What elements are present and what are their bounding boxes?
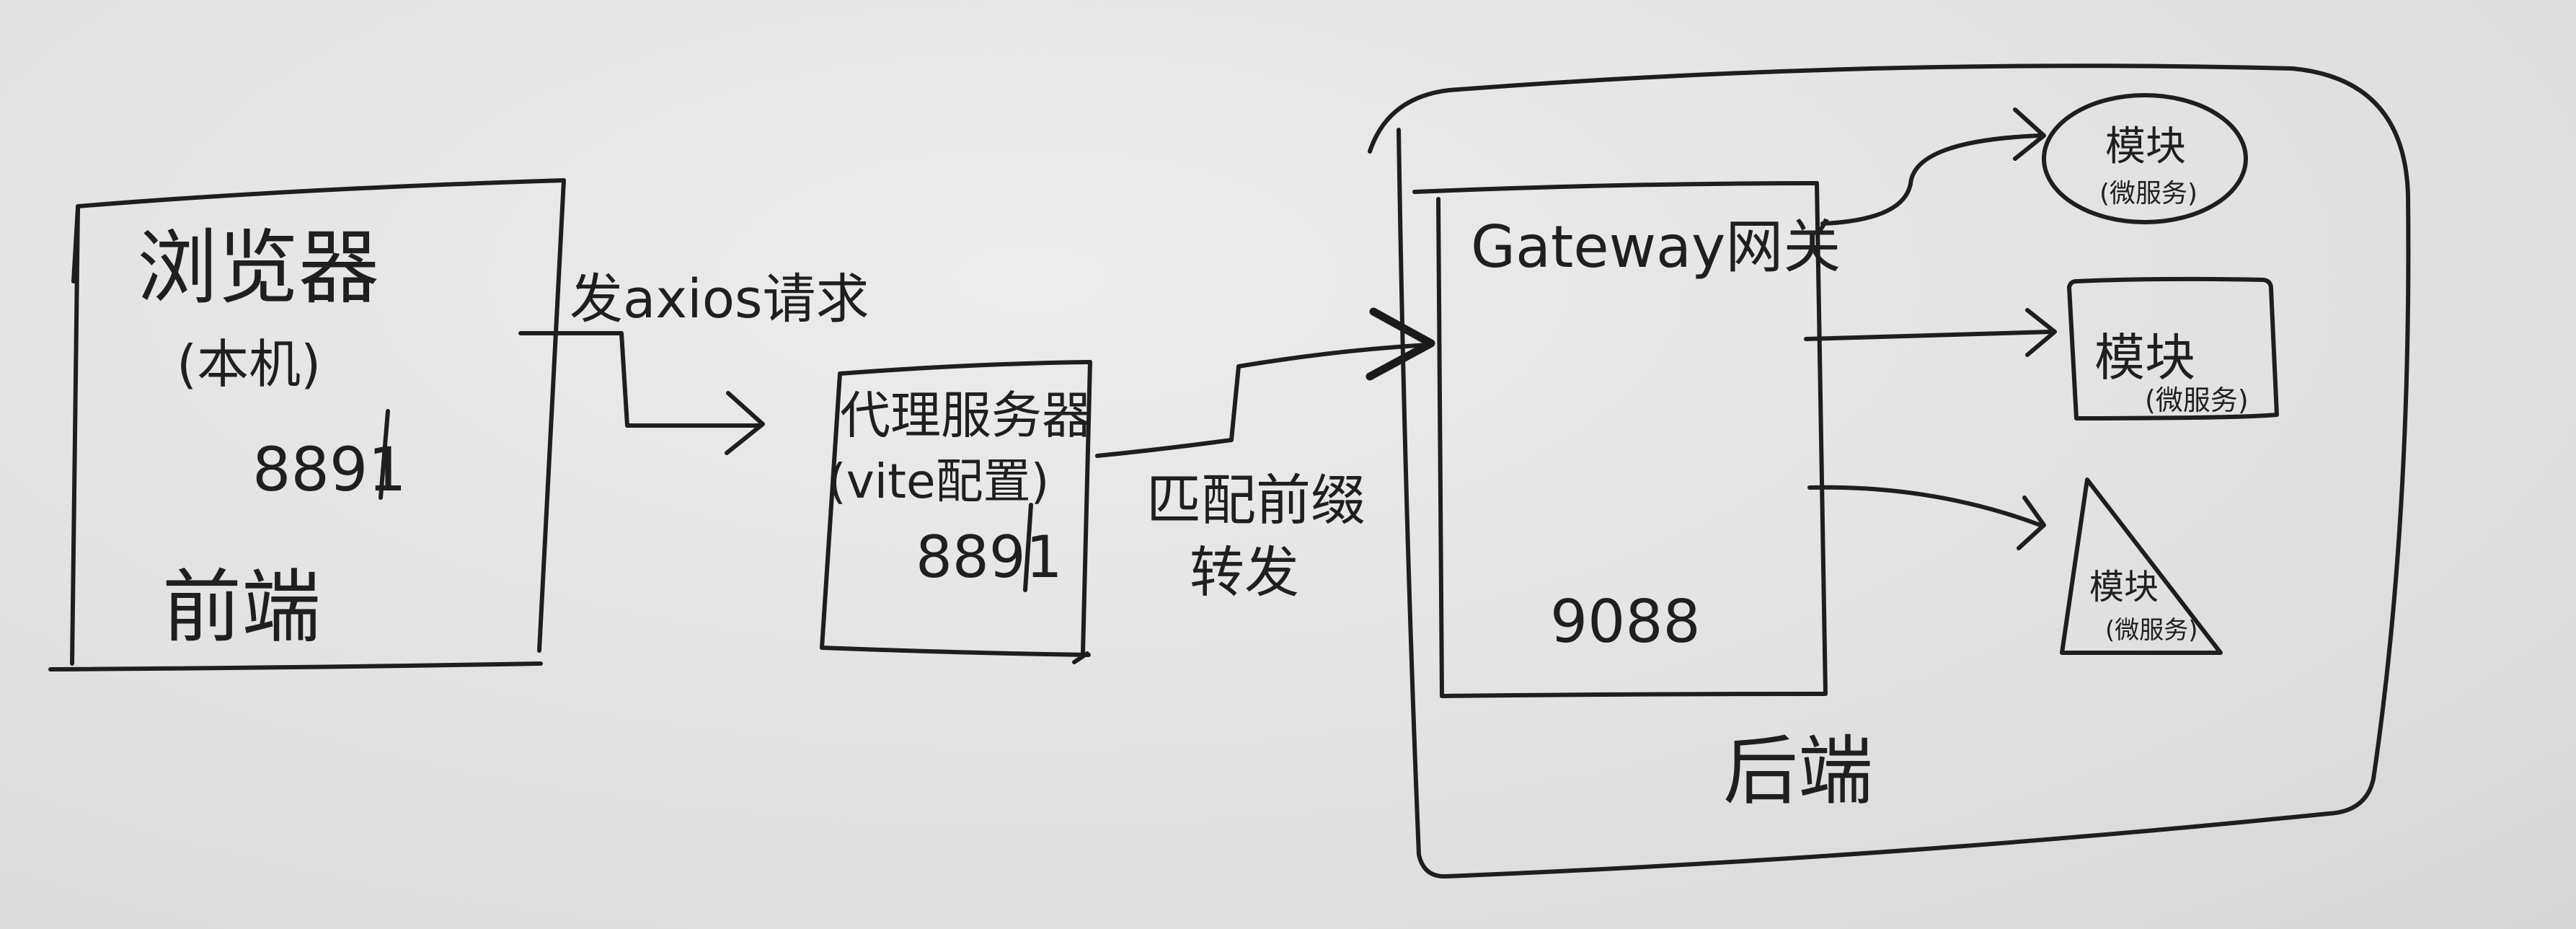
backend-caption: 后端 <box>1723 727 1873 815</box>
frontend-box <box>48 178 566 672</box>
module-2-arrow <box>1804 330 2053 341</box>
module-3-shape <box>2060 477 2223 655</box>
module-2-title: 模块 <box>2094 328 2195 387</box>
port-tick <box>379 409 390 500</box>
module-3-title: 模块 <box>2089 567 2159 607</box>
proxy-config: (vite配置) <box>828 454 1049 509</box>
forward-label-line1: 匹配前缀 <box>1146 468 1366 532</box>
module-2-arrowhead <box>2025 308 2057 357</box>
backend-box <box>1368 63 2411 879</box>
browser-sub-label: (本机) <box>177 334 321 395</box>
module-3-arrow <box>1807 485 2042 527</box>
forward-arrow <box>1095 343 1430 458</box>
browser-label: 浏览器 <box>137 221 379 315</box>
module-1-title: 模块 <box>2105 123 2186 170</box>
proxy-port: 8891 <box>916 524 1063 591</box>
module-3-arrowhead <box>2017 496 2046 550</box>
module-1-arrowhead <box>2013 107 2046 161</box>
request-arrowhead <box>725 391 765 455</box>
frontend-caption: 前端 <box>162 561 321 653</box>
gateway-label: Gateway网关 <box>1471 213 1841 281</box>
proxy-box <box>820 360 1092 664</box>
module-3-sub: (微服务) <box>2105 616 2198 645</box>
module-2-sub: (微服务) <box>2145 384 2249 416</box>
module-1-shape <box>2042 93 2248 224</box>
module-1-arrow <box>1820 133 2042 226</box>
gateway-box <box>1412 181 1828 698</box>
module-2-shape <box>2067 276 2279 421</box>
module-1-sub: (微服务) <box>2099 179 2197 208</box>
proxy-title: 代理服务器 <box>840 386 1092 445</box>
forward-arrowhead <box>1366 307 1435 381</box>
forward-label-line2: 转发 <box>1190 540 1299 604</box>
proxy-port-tick <box>1023 503 1033 592</box>
request-arrow <box>518 331 763 428</box>
gateway-port: 9088 <box>1550 588 1701 656</box>
request-label: 发axios请求 <box>570 268 869 330</box>
